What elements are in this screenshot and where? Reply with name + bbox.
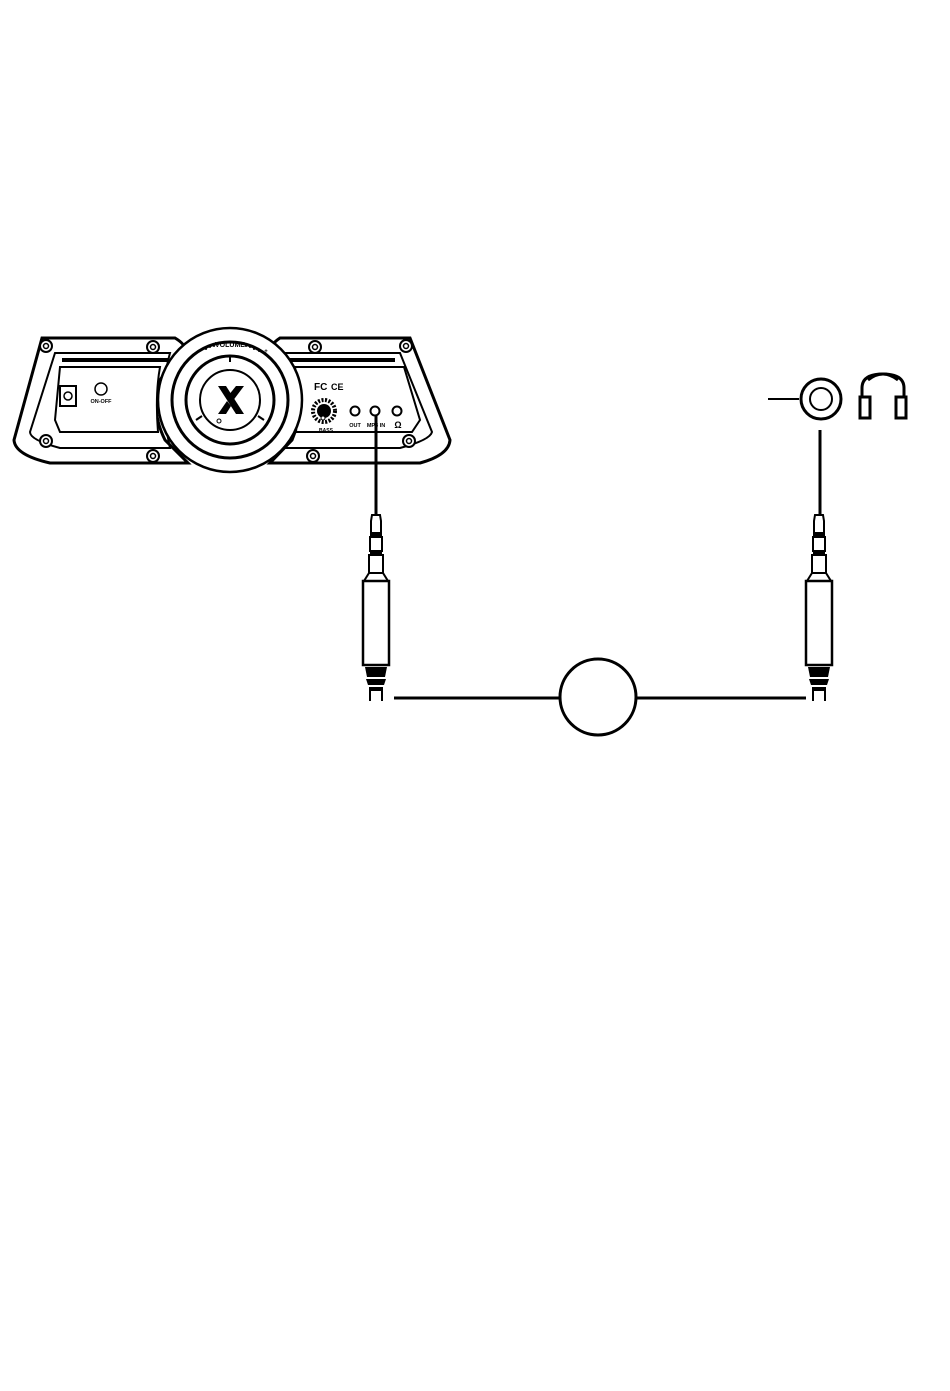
screw-icon	[147, 341, 159, 353]
ce-mark: CE	[331, 382, 344, 392]
screw-icon	[147, 450, 159, 462]
headphone-out-jack-icon	[393, 407, 402, 416]
left-plug-icon	[363, 515, 389, 701]
audio-source-device	[768, 374, 906, 419]
speaker-rear-panel: VOLUME − + ON-OFF FC CE BASS OUT MP3 IN …	[14, 328, 450, 472]
out-label: OUT	[349, 423, 361, 429]
volume-min-label: −	[199, 348, 203, 354]
screw-icon	[309, 341, 321, 353]
audio-cable	[363, 416, 832, 735]
screw-icon	[307, 450, 319, 462]
mp3-in-jack-icon	[371, 407, 380, 416]
headphones-icon	[860, 374, 906, 418]
out-jack-icon	[351, 407, 360, 416]
power-switch-icon	[95, 383, 107, 395]
bass-label: BASS	[319, 428, 334, 434]
volume-max-label: +	[264, 349, 268, 355]
headphone-symbol: Ω	[394, 420, 401, 430]
power-label: ON-OFF	[90, 399, 112, 405]
headphone-jack-icon	[801, 379, 841, 419]
fc-mark: FC	[314, 382, 327, 393]
screw-icon	[40, 435, 52, 447]
screw-icon	[40, 340, 52, 352]
screw-icon	[403, 435, 415, 447]
bass-knob-icon	[313, 400, 335, 422]
cable-coil-icon	[560, 659, 636, 735]
screw-icon	[400, 340, 412, 352]
volume-label: VOLUME	[215, 342, 245, 349]
right-plug-icon	[806, 515, 832, 701]
